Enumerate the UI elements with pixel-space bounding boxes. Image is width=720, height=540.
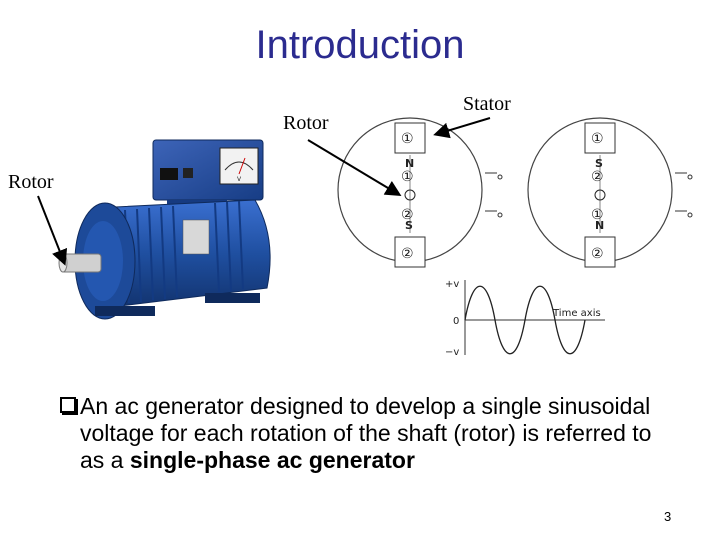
pole-top-right <box>584 122 616 154</box>
meter-needle <box>238 157 246 175</box>
pole-s-left: S <box>405 219 413 232</box>
waveform-plus-label: +v <box>445 279 459 290</box>
slide-title: Introduction <box>255 23 465 67</box>
waveform-axis-label: Time axis <box>552 308 601 319</box>
terminals-left <box>485 172 503 218</box>
waveform-zero-label: 0 <box>453 316 459 327</box>
page-number: 3 <box>664 509 672 524</box>
shaft-end <box>58 253 68 273</box>
coil-label-bottom-right: ② <box>591 246 604 262</box>
pole-bottom-right <box>584 236 616 268</box>
meter-label: V <box>237 176 242 183</box>
pole-n-left: N <box>405 157 414 170</box>
nameplate <box>182 219 210 255</box>
waveform-minus-label: −v <box>445 347 459 358</box>
rotor-label-left: Rotor <box>8 171 54 193</box>
sine-waveform <box>464 285 586 355</box>
coil-label-top-right: ① <box>591 131 604 147</box>
rotor-coil-2-right: ② <box>591 169 604 185</box>
end-bell-inner <box>83 221 123 301</box>
bullet-text: An ac generator designed to develop a si… <box>80 393 680 474</box>
generator-diagram: ① ② N ① ② S ① ② S ② ① N +v 0 −v Time axi… <box>337 117 693 358</box>
terminals-right <box>675 172 693 218</box>
meter-scale <box>224 161 254 171</box>
pole-n-right: N <box>595 219 604 232</box>
rotor-label-top: Rotor <box>283 112 329 134</box>
pole-top-left <box>394 122 426 154</box>
generator-image: V <box>58 139 271 320</box>
meter-face <box>219 147 259 185</box>
pole-s-right: S <box>595 157 603 170</box>
stator-label: Stator <box>463 93 511 115</box>
switch-panel <box>160 168 178 180</box>
pole-bottom-left <box>394 236 426 268</box>
rotor-coil-1-right: ① <box>591 207 604 223</box>
generator-body <box>94 199 271 309</box>
rotor-coil-1-left: ① <box>401 169 414 185</box>
bullet-point: An ac generator designed to develop a si… <box>60 393 680 474</box>
bullet-text-regular: An ac generator designed to develop a si… <box>80 393 652 473</box>
coil-label-top-left: ① <box>401 131 414 147</box>
foot-back <box>205 293 260 303</box>
foot-front <box>95 306 155 316</box>
knob <box>183 168 193 178</box>
bullet-square-icon <box>60 397 76 413</box>
rotor-coil-2-left: ② <box>401 207 414 223</box>
coil-label-bottom-left: ② <box>401 246 414 262</box>
bullet-text-bold: single-phase ac generator <box>129 447 415 473</box>
